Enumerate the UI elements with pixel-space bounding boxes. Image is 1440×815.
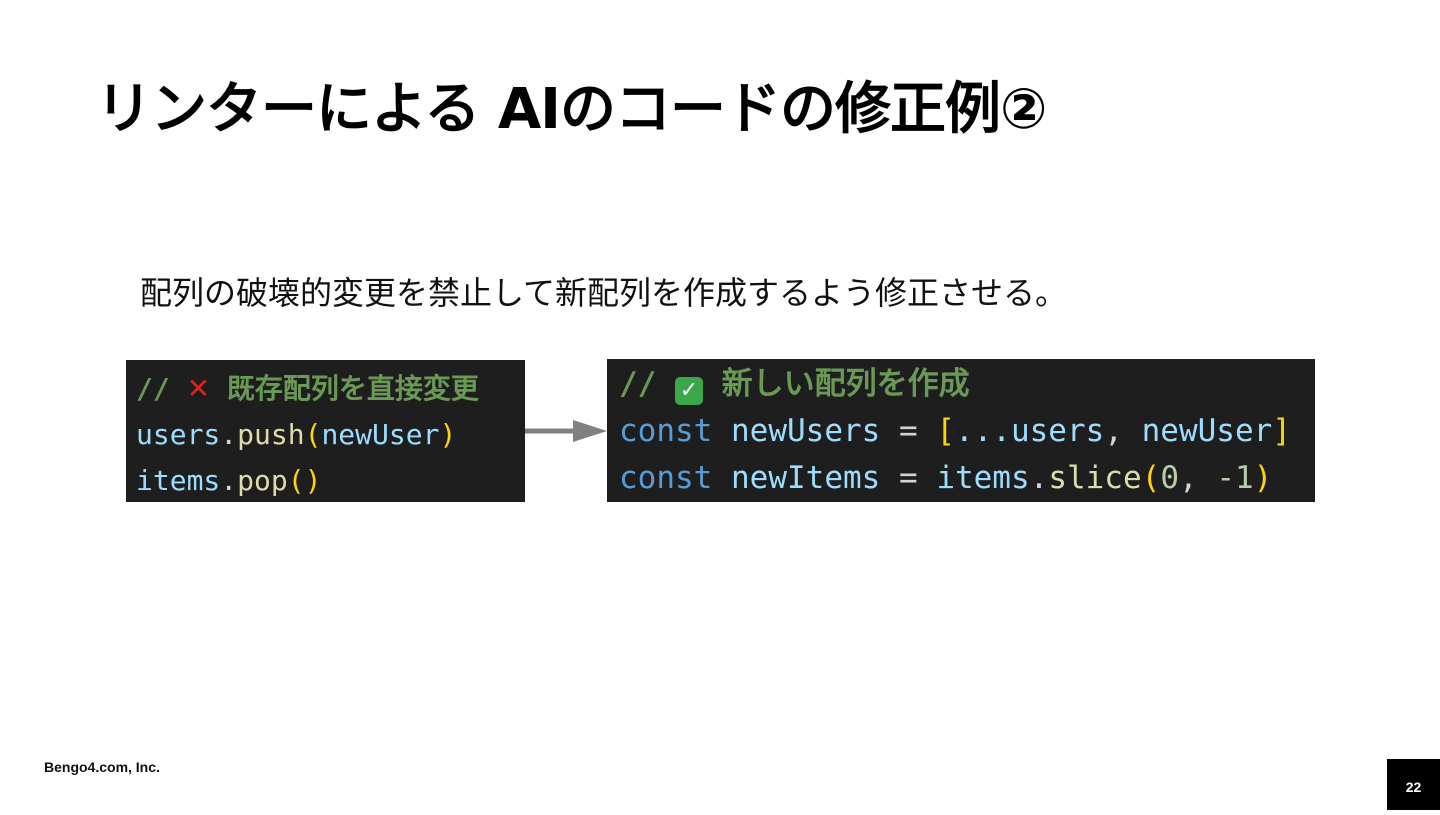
- right-arrow-icon: [525, 420, 607, 442]
- code-token: items: [936, 460, 1030, 496]
- comment-text: 新しい配列を作成: [703, 366, 970, 402]
- code-token: pop: [237, 464, 288, 497]
- code-token: -1: [1216, 460, 1254, 496]
- page-number: 22: [1387, 759, 1440, 810]
- lead-text: 配列の破壊的変更を禁止して新配列を作成するよう修正させる。: [140, 274, 1068, 312]
- code-token: ): [1253, 460, 1273, 496]
- code-token: push: [237, 418, 305, 451]
- code-token: .: [220, 418, 238, 451]
- code-token: newItems: [731, 460, 881, 496]
- code-token: users: [136, 418, 221, 451]
- comment-prefix: //: [136, 372, 187, 405]
- code-token: (: [304, 418, 322, 451]
- code-token: ]: [1272, 413, 1291, 449]
- code-line-comment: // ✕ 既存配列を直接変更: [136, 366, 515, 412]
- code-token: .: [220, 464, 238, 497]
- code-line-new-items: const newItems = items.slice(0, -1): [619, 455, 1303, 502]
- code-token: newUser: [1141, 413, 1273, 449]
- code-token: (): [287, 464, 322, 497]
- code-token: const: [619, 460, 713, 496]
- code-line-pop: items.pop(): [136, 458, 515, 502]
- code-token: =: [880, 413, 937, 449]
- code-token: items: [136, 464, 221, 497]
- code-token: newUsers: [731, 413, 881, 449]
- code-token: 0: [1160, 460, 1179, 496]
- code-token: ,: [1178, 460, 1217, 496]
- code-token: newUser: [321, 418, 440, 451]
- code-token: .: [1029, 460, 1049, 496]
- code-line-push: users.push(newUser): [136, 412, 515, 458]
- code-token: =: [880, 460, 937, 496]
- comment-text: 既存配列を直接変更: [210, 372, 479, 405]
- cross-mark-icon: ✕: [186, 372, 211, 405]
- code-token: ...users: [954, 413, 1105, 449]
- check-mark-icon: ✓: [675, 377, 703, 405]
- code-token: (: [1141, 460, 1161, 496]
- comment-prefix: //: [619, 366, 675, 402]
- code-token: slice: [1048, 460, 1142, 496]
- code-token: ): [439, 418, 457, 451]
- code-token: const: [619, 413, 713, 449]
- footer-company-name: Bengo4.com, Inc.: [44, 759, 160, 775]
- code-line-comment: // ✓ 新しい配列を作成: [619, 361, 1303, 408]
- slide-title: リンターによる AIのコードの修正例②: [96, 77, 1047, 142]
- code-token: [: [936, 413, 955, 449]
- code-line-new-users: const newUsers = [...users, newUser]: [619, 408, 1303, 455]
- code-token: ,: [1104, 413, 1142, 449]
